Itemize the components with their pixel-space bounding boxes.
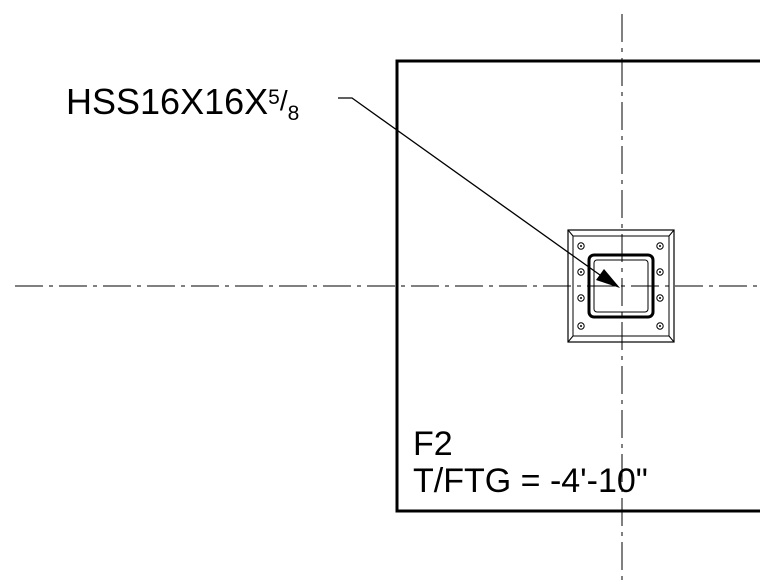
base-plate <box>567 229 675 343</box>
anchor-bolt <box>656 268 664 276</box>
anchor-bolt <box>577 322 585 330</box>
fraction-denominator: 8 <box>288 102 300 125</box>
footing-outline <box>395 59 760 513</box>
footing-mark: F2 <box>413 425 453 463</box>
leader-arrowhead <box>596 269 620 288</box>
anchor-bolts <box>577 242 664 330</box>
member-size-text: HSS16X16X <box>66 81 268 122</box>
anchor-bolt <box>577 242 585 250</box>
footing-elevation: T/FTG = -4'-10" <box>413 462 648 500</box>
anchor-bolt <box>656 294 664 302</box>
fraction-numerator: 5 <box>268 86 280 109</box>
hss-column <box>587 253 655 319</box>
anchor-bolt <box>656 322 664 330</box>
fraction-slash: / <box>280 85 288 116</box>
anchor-bolt <box>577 294 585 302</box>
callout-leader <box>338 97 620 288</box>
member-callout: HSS16X16X5/8 <box>66 81 299 125</box>
anchor-bolt <box>577 268 585 276</box>
anchor-bolt <box>656 242 664 250</box>
